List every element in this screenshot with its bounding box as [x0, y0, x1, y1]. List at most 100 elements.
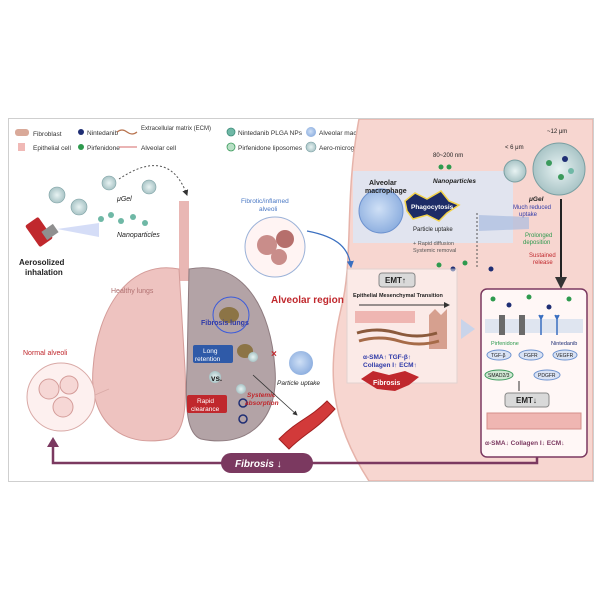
healthy-lungs-label: Healthy lungs [111, 288, 154, 295]
legend-epithelial: Epithelial cell [18, 143, 71, 152]
fibrotic-inflamed-label: Fibrotic/inflamed [241, 198, 289, 205]
pirfenidone-label: Pirfenidone [491, 341, 519, 347]
emt-up-label: EMT↑ [385, 276, 406, 285]
systemic-arrow [252, 374, 298, 416]
particle-uptake-right-label: Particle uptake [413, 227, 453, 233]
rapid-clearance-box [187, 395, 227, 413]
tgfb-label: TGF-β [491, 353, 506, 359]
emt-full-label: Epithelial Mesenchymal Transition [353, 293, 443, 299]
free-drug-dot [436, 262, 442, 268]
large-microgel [532, 142, 586, 196]
emt-up-panel: EMT↑ Epithelial Mesenchymal Transition α… [346, 268, 458, 391]
inhalation-label: inhalation [25, 268, 63, 277]
deposited-microgel [248, 352, 258, 362]
systemic-removal-label: Systemic removal [413, 248, 456, 254]
drug-dot [490, 296, 496, 302]
aero-microgel [141, 179, 157, 195]
drug-dot [506, 302, 512, 308]
nanoparticle [142, 220, 148, 226]
pdgfr-node [533, 369, 561, 381]
legend-plga-label: Nintedanib PLGA NPs [238, 130, 303, 137]
clearance-label: clearance [191, 406, 220, 413]
deposited-microgel [236, 384, 246, 394]
legend-nintedanib: Nintedanib [78, 129, 118, 137]
uptake-label: uptake [519, 212, 538, 218]
return-arrowhead [47, 437, 59, 447]
particle-size-comparison: 80~200 nm Nanoparticles < 6 μm ~12 μm μG… [433, 129, 586, 203]
particle-uptake-label: Particle uptake [277, 380, 320, 387]
drug-dot [546, 304, 552, 310]
epithelial-icon [18, 143, 25, 151]
legend-pirfenidone-label: Pirfenidone [87, 145, 120, 152]
macrophage-panel: Alveolar macrophage Phagocytosis Particl… [353, 171, 513, 254]
ecm-fibers [356, 328, 438, 338]
free-drug-dot [462, 260, 468, 266]
smad-label: SMAD2/3 [488, 373, 510, 379]
fibrosis-label: Fibrosis [373, 380, 400, 387]
free-drug-dot [488, 266, 494, 272]
nanoparticle [98, 216, 104, 222]
zoom-to-tissue-arrow [306, 230, 354, 269]
macrophage-label-2: macrophage [365, 188, 407, 195]
inhaler-group: Aerosolized inhalation [19, 217, 99, 277]
nanoparticles-right-label: Nanoparticles [433, 178, 476, 185]
diagram-frame: Fibroblast Nintedanib Extracellular matr… [8, 118, 594, 482]
long-label: Long [203, 348, 218, 355]
deposited-microgel [209, 371, 221, 383]
fibrosis-down-label: Fibrosis ↓ [235, 459, 282, 470]
inflamed-alveolus [276, 230, 294, 248]
alveolar-region-label: Alveolar region [271, 295, 344, 306]
receptor-icon [554, 314, 560, 335]
nanoparticle [118, 218, 124, 224]
aerosol-plume [57, 223, 99, 237]
fibrotic-lesion [219, 307, 239, 323]
legend-liposomes-label: Pirfenidone liposomes [238, 145, 303, 152]
healthy-lung [92, 267, 187, 442]
vs-label: vs. [211, 374, 222, 383]
treatment-panel: Pirfenidone Nintedanib TGF-β FGFR VEGFR … [480, 288, 588, 458]
legend-macrophage: Alveolar macrophage [306, 127, 381, 137]
inflamed-alveolus [271, 249, 287, 265]
retention-comparison: Long retention vs. Rapid clearance [187, 345, 248, 424]
zoom-connector [94, 388, 110, 396]
size-mid-label: < 6 μm [505, 145, 524, 151]
legend-nintedanib-label: Nintedanib [87, 130, 118, 137]
vegfr-label: VEGFR [556, 353, 574, 359]
normal-alveoli-label: Normal alveoli [23, 350, 68, 357]
fibrosis-burst [361, 371, 419, 391]
emt-up-box [378, 272, 416, 288]
absorption-label: absorption [245, 400, 279, 407]
aero-microgel [101, 175, 117, 191]
fibrotic-alveoli-zoom: Fibrotic/inflamed alveoli [241, 198, 306, 278]
legend-alveolar-cell-label: Alveolar cell [141, 145, 177, 152]
macrophage-icon [306, 127, 316, 137]
zoom-circle [212, 296, 250, 334]
trachea [179, 201, 189, 281]
healthy-alveolus [38, 378, 60, 400]
epithelial-layer [355, 311, 415, 323]
legend-epithelial-label: Epithelial cell [33, 145, 71, 152]
release-label: release [533, 260, 553, 266]
uptake-and-absorption: Particle uptake × Systemic absorption [245, 349, 336, 450]
liposome-icon [226, 142, 236, 152]
nintedanib-label: Nintedanib [551, 341, 577, 347]
legend-pirfenidone: Pirfenidone [78, 144, 120, 152]
alveoli-label: alveoli [259, 206, 277, 213]
legend-aero: Aero-microgels [305, 141, 363, 153]
markers-up-2: Collagen I↑ ECM↑ [363, 362, 417, 369]
markers-down-label: α-SMA↓ Collagen I↓ ECM↓ [485, 440, 564, 447]
size-small-label: 80~200 nm [433, 153, 463, 159]
encapsulated-drug [562, 156, 568, 162]
size-large-label: ~12 μm [547, 129, 567, 135]
macrophage-cell [289, 351, 313, 375]
inhaler-mouthpiece-icon [41, 223, 59, 241]
tgfb-node [486, 349, 512, 361]
nanoparticles-label: Nanoparticles [117, 232, 160, 239]
aero-microgel [70, 198, 88, 216]
legend-macrophage-label: Alveolar macrophage [319, 130, 381, 137]
receptor-icon [538, 314, 544, 335]
legend-fibroblast: Fibroblast [15, 129, 62, 138]
fgfr-node [518, 349, 544, 361]
ecm-fiber-icon [116, 129, 138, 135]
phagocytosis-burst [404, 190, 461, 222]
